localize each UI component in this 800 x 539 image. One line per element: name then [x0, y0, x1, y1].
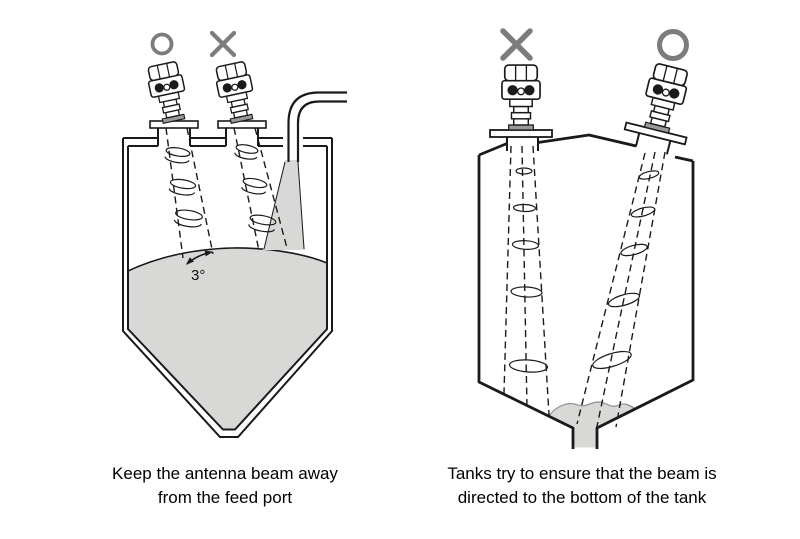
angle-annotation: 3°	[186, 250, 213, 284]
angle-label: 3°	[191, 267, 205, 284]
beam-correct-sensor	[576, 151, 666, 432]
radar-sensor-wrong	[501, 64, 541, 131]
right-diagram	[477, 28, 695, 449]
tilted-mount	[623, 61, 692, 155]
flange-wrong-sensor	[217, 120, 267, 129]
feed-pipe	[287, 91, 347, 162]
left-caption-line1: Keep the antenna beam away	[112, 464, 338, 483]
beam-wrong-sensor	[503, 145, 550, 416]
left-caption-line2: from the feed port	[157, 488, 293, 507]
tank-body	[477, 133, 695, 449]
beam-wrong-sensor	[233, 127, 288, 252]
flange-wrong-sensor	[489, 129, 553, 138]
radar-sensor-wrong	[212, 59, 260, 126]
beam-correct-sensor	[164, 127, 214, 259]
wrong-marker-icon	[209, 30, 237, 58]
material-heap	[548, 401, 636, 448]
correct-marker-icon	[150, 32, 174, 56]
right-caption-line1: Tanks try to ensure that the beam is	[447, 464, 717, 483]
left-caption: Keep the antenna beam away from the feed…	[70, 462, 380, 510]
wrong-marker-icon	[500, 28, 533, 61]
radar-sensor-correct	[144, 59, 192, 126]
right-caption-line2: directed to the bottom of the tank	[457, 488, 707, 507]
feed-stream	[263, 160, 305, 250]
correct-marker-icon	[657, 29, 689, 61]
tank-body	[122, 128, 333, 438]
radar-sensor-correct	[637, 61, 692, 136]
left-diagram: 3°	[122, 30, 347, 438]
right-caption: Tanks try to ensure that the beam is dir…	[427, 462, 737, 510]
material-fill	[127, 247, 328, 429]
flange-correct-sensor	[149, 120, 199, 129]
